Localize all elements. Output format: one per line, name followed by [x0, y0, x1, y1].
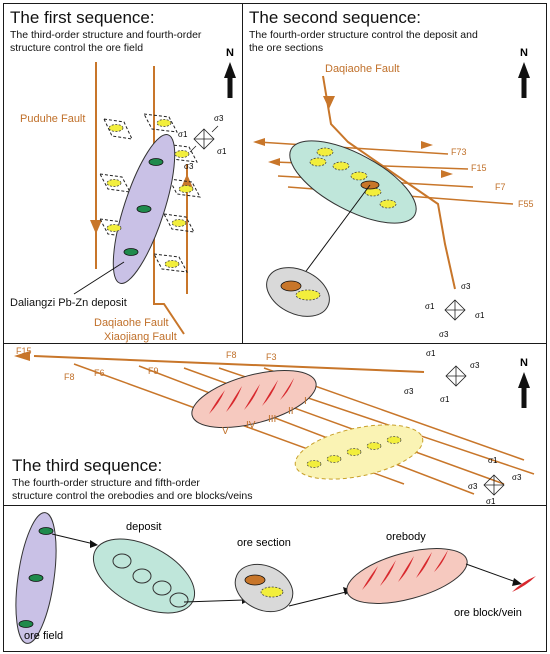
svg-text:σ3: σ3: [214, 114, 224, 123]
svg-text:N: N: [520, 357, 528, 369]
panel1-subtitle-line1: The third-order structure and fourth-ord…: [10, 29, 202, 41]
svg-text:σ3: σ3: [439, 330, 449, 339]
panel1-diagram: N: [10, 47, 236, 343]
panel-third-sequence: N F15 F6 F9 F8 F8 F3 I: [3, 343, 547, 506]
svg-text:F3: F3: [266, 352, 277, 362]
svg-text:F6: F6: [94, 368, 105, 378]
panel3-subtitle-line2: structure control the orebodies and ore …: [12, 490, 253, 502]
deposit-label: Daliangzi Pb-Zn deposit: [10, 297, 127, 309]
stress-symbol-icon: [445, 365, 467, 387]
svg-text:F9: F9: [148, 366, 159, 376]
north-arrow-icon: N: [518, 357, 530, 408]
xiaojiang-fault-label: Xiaojiang Fault: [104, 331, 177, 343]
panel-first-sequence: The first sequence: The third-order stru…: [3, 3, 243, 344]
svg-text:σ3: σ3: [404, 387, 414, 396]
north-arrow-icon: N: [518, 47, 530, 98]
svg-text:F7: F7: [495, 182, 506, 192]
svg-text:F15: F15: [471, 163, 487, 173]
panel-hierarchy-summary: ore field deposit ore section: [3, 505, 547, 652]
svg-text:II: II: [288, 406, 294, 417]
svg-text:σ1: σ1: [217, 147, 227, 156]
daqiaohe-fault-line: [322, 75, 456, 290]
deposit-label: deposit: [126, 521, 161, 533]
orebody-ellipse: [191, 370, 317, 428]
north-arrow-icon: N: [224, 47, 236, 98]
svg-text:III: III: [268, 414, 276, 425]
stress-symbol-icon: [444, 299, 466, 321]
ore-vein-icon: [512, 576, 536, 592]
ore-block-label: ore block/vein: [454, 607, 522, 619]
svg-text:V: V: [222, 426, 229, 437]
daqiaohe-fault-label: Daqiaohe Fault: [94, 317, 169, 329]
deposit-ellipse: [92, 538, 196, 614]
svg-text:I: I: [304, 396, 307, 407]
panel1-title: The first sequence:: [10, 8, 155, 27]
panel2-title: The second sequence:: [249, 8, 422, 27]
svg-text:σ1: σ1: [475, 311, 485, 320]
panel2-subtitle-line2: the ore sections: [249, 42, 324, 54]
daqiaohe-fault-label: Daqiaohe Fault: [325, 63, 400, 75]
orebody-label: orebody: [386, 531, 426, 543]
svg-text:F73: F73: [451, 147, 467, 157]
svg-text:σ3: σ3: [184, 162, 194, 171]
panel2-diagram: N Daqiaohe Fault F73 F15 F7 F55: [253, 47, 534, 339]
svg-text:N: N: [520, 47, 528, 59]
svg-text:F55: F55: [518, 199, 534, 209]
panel3-diagram: N F15 F6 F9 F8 F8 F3 I: [14, 346, 535, 506]
north-label: N: [226, 47, 234, 59]
svg-text:σ1: σ1: [440, 395, 450, 404]
panel4-diagram: ore field deposit ore section: [15, 512, 536, 644]
svg-text:σ3: σ3: [470, 361, 480, 370]
ore-section-label: ore section: [237, 537, 291, 549]
svg-text:F8: F8: [226, 350, 237, 360]
orebody-ellipse: [346, 548, 468, 604]
svg-text:IV: IV: [246, 420, 256, 431]
panel3-title: The third sequence:: [12, 456, 163, 475]
svg-text:σ1: σ1: [426, 349, 436, 358]
stress-symbol-icon: [189, 125, 219, 153]
svg-text:σ3: σ3: [468, 482, 478, 491]
svg-text:F15: F15: [16, 346, 32, 356]
ore-section-ellipse: [234, 563, 294, 613]
svg-text:σ3: σ3: [512, 473, 522, 482]
svg-text:σ3: σ3: [461, 282, 471, 291]
panel-second-sequence: The second sequence: The fourth-order st…: [242, 3, 547, 344]
panel3-subtitle-line1: The fourth-order structure and fifth-ord…: [12, 477, 200, 489]
svg-text:σ1: σ1: [486, 497, 496, 506]
svg-text:F8: F8: [64, 372, 75, 382]
svg-text:σ1: σ1: [488, 456, 498, 465]
ore-field-label: ore field: [24, 630, 63, 642]
panel2-subtitle-line1: The fourth-order structure control the d…: [249, 29, 478, 41]
ore-section-ellipse: [266, 267, 330, 317]
puduhe-fault-label: Puduhe Fault: [20, 113, 85, 125]
stress-symbol-icon: [483, 474, 505, 496]
svg-text:σ1: σ1: [425, 302, 435, 311]
svg-text:σ1: σ1: [178, 130, 188, 139]
panel1-subtitle-line2: structure control the ore field: [10, 42, 144, 54]
